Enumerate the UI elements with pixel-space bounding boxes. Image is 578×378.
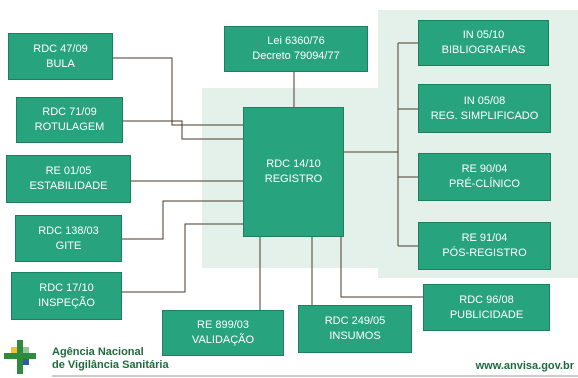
node-pre-clinico-label: PRÉ-CLÍNICO xyxy=(449,178,520,190)
node-estabilidade: RE 01/05 ESTABILIDADE xyxy=(6,155,131,203)
node-bula-label: BULA xyxy=(46,57,75,70)
node-center-registro-code: RDC 14/10 xyxy=(266,158,321,170)
footer-url-link[interactable]: www.anvisa.gov.br xyxy=(475,360,574,372)
node-rotulagem-label: ROTULAGEM xyxy=(34,121,105,133)
node-reg-simplificado: IN 05/08 REG. SIMPLIFICADO xyxy=(418,84,551,133)
node-pos-registro-code: RE 91/04 xyxy=(461,232,508,244)
node-gite: RDC 138/03 GITE xyxy=(15,215,122,262)
footer-org-line1: Agência Nacional xyxy=(52,346,144,358)
node-pre-clinico: RE 90/04 PRÉ-CLÍNICO xyxy=(418,153,551,201)
footer-divider xyxy=(52,375,578,377)
node-center-registro: RDC 14/10 REGISTRO xyxy=(243,107,344,237)
node-estabilidade-label: ESTABILIDADE xyxy=(29,180,108,192)
node-pos-registro: RE 91/04 PÓS-REGISTRO xyxy=(418,222,551,270)
anvisa-logo-icon xyxy=(4,340,36,374)
node-validacao-label: VALIDAÇÃO xyxy=(191,334,255,346)
node-validacao-code: RE 899/03 xyxy=(197,319,249,331)
node-law: Lei 6360/76 Decreto 79094/77 xyxy=(224,26,368,72)
node-bibliografias: IN 05/10 BIBLIOGRAFIAS xyxy=(418,20,549,66)
node-insumos-code: RDC 249/05 xyxy=(324,315,386,327)
node-publicidade-code: RDC 96/08 xyxy=(459,293,514,306)
node-reg-simplificado-label: REG. SIMPLIFICADO xyxy=(430,109,539,122)
node-pos-registro-label: PÓS-REGISTRO xyxy=(442,247,527,259)
node-publicidade: RDC 96/08 PUBLICIDADE xyxy=(423,284,550,331)
node-inspecao-label: INSPEÇÃO xyxy=(38,297,95,309)
node-gite-code: RDC 138/03 xyxy=(38,224,99,237)
node-insumos: RDC 249/05 INSUMOS xyxy=(298,305,412,353)
node-publicidade-label: PUBLICIDADE xyxy=(449,308,524,321)
node-bula: RDC 47/09 BULA xyxy=(8,33,113,80)
node-center-registro-label: REGISTRO xyxy=(264,173,323,185)
node-validacao: RE 899/03 VALIDAÇÃO xyxy=(162,310,284,356)
node-bibliografias-label: BIBLIOGRAFIAS xyxy=(441,44,526,56)
node-bula-code: RDC 47/09 xyxy=(33,42,88,55)
node-rotulagem: RDC 71/09 ROTULAGEM xyxy=(16,97,123,143)
connector-lines xyxy=(113,42,423,310)
node-law-line1: Lei 6360/76 xyxy=(267,35,325,47)
node-inspecao-code: RDC 17/10 xyxy=(39,282,94,294)
node-bibliografias-code: IN 05/10 xyxy=(462,29,505,41)
footer-org-line2: de Vigilância Sanitária xyxy=(52,359,169,371)
node-law-line2: Decreto 79094/77 xyxy=(252,50,340,62)
node-estabilidade-code: RE 01/05 xyxy=(45,165,92,177)
node-gite-label: GITE xyxy=(55,239,82,252)
node-insumos-label: INSUMOS xyxy=(329,330,381,342)
node-rotulagem-code: RDC 71/09 xyxy=(42,106,97,118)
footer-organization: Agência Nacional de Vigilância Sanitária xyxy=(52,346,169,372)
node-pre-clinico-code: RE 90/04 xyxy=(461,163,508,175)
node-inspecao: RDC 17/10 INSPEÇÃO xyxy=(11,272,122,320)
node-reg-simplificado-code: IN 05/08 xyxy=(463,94,506,107)
